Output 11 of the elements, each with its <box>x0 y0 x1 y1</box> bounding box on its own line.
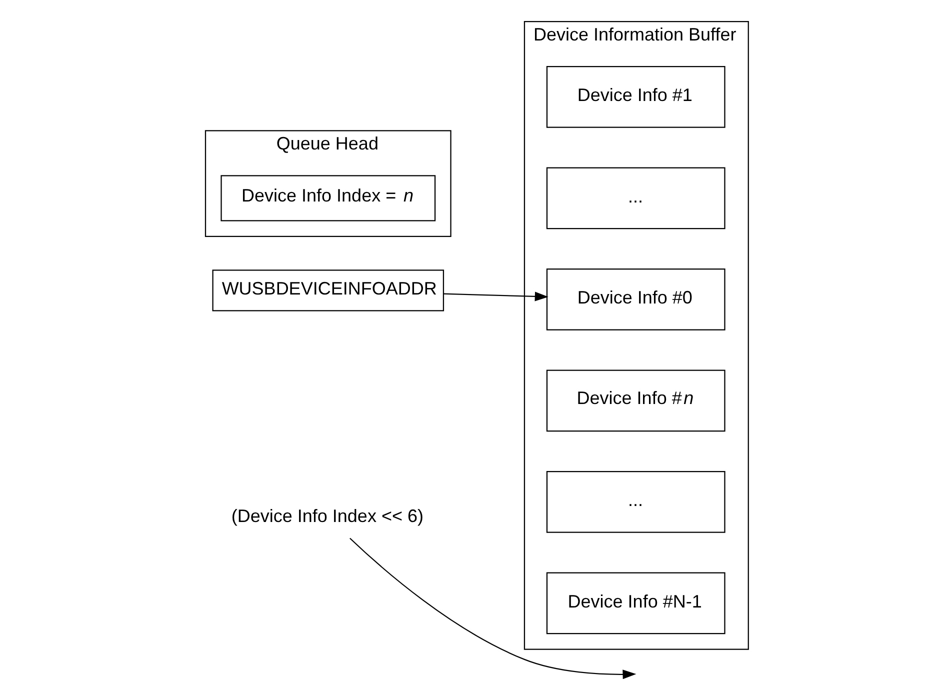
node-box: WUSBDEVICEINFOADDR <box>212 270 444 312</box>
node-box: Device Info #N-1 <box>546 572 726 634</box>
arrow <box>350 538 636 679</box>
node-box: Device Info #n <box>546 370 726 432</box>
node-box: Device Info #0 <box>546 268 726 330</box>
node-box: ... <box>546 167 726 230</box>
node-box: Device Info #1 <box>546 66 726 128</box>
node-box: Device Info Index = n <box>220 175 436 222</box>
arrow <box>444 292 548 302</box>
node-text: (Device Info Index << 6) <box>231 506 424 526</box>
node-box: ... <box>546 471 726 533</box>
